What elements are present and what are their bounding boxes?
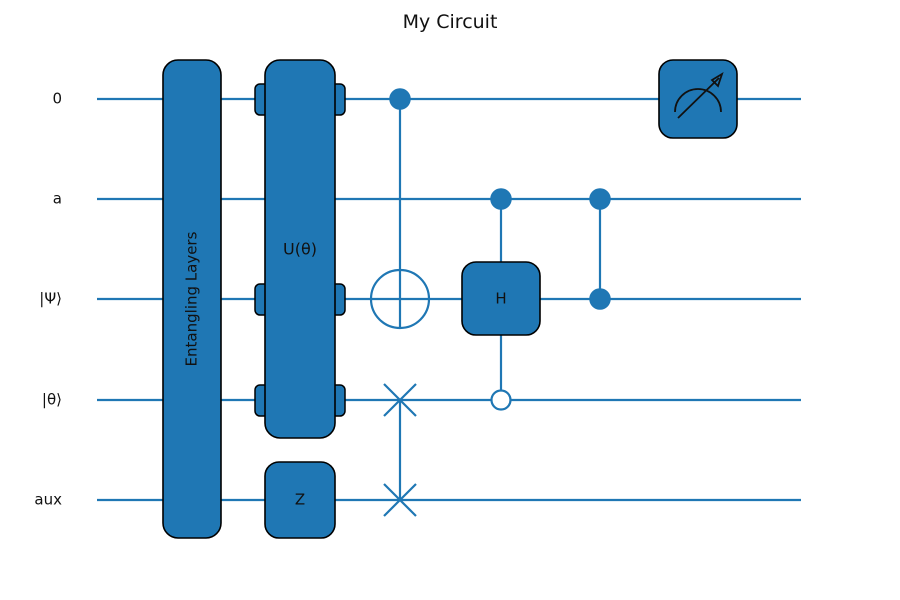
entangling-layers-label: Entangling Layers <box>183 231 201 366</box>
gate-measure-0[interactable] <box>658 59 738 139</box>
controlled-h-open-control-theta[interactable] <box>490 389 512 411</box>
page-title: My Circuit <box>403 11 498 33</box>
h-gate-box[interactable] <box>461 261 541 336</box>
measure-icon <box>674 71 724 119</box>
measure-needle <box>677 77 720 119</box>
gate-controlled-h[interactable]: H <box>461 188 541 411</box>
controlled-h-control-dot-a[interactable] <box>490 188 512 210</box>
h-gate-label: H <box>495 290 506 308</box>
gate-entangling-layers[interactable]: Entangling Layers <box>162 59 222 539</box>
swap-cross-theta-stroke-b <box>383 383 417 417</box>
gate-cz-a-psi[interactable] <box>589 188 611 310</box>
wire-label-0: 0 <box>52 90 62 108</box>
measure-needle-arrowhead <box>710 71 724 88</box>
gate-cnot-0-psi[interactable] <box>369 88 431 330</box>
wire-label-group: 0 a |Ψ⟩ |θ⟩ aux <box>34 90 62 509</box>
wire-label-a: a <box>53 190 62 208</box>
wire-label-psi: |Ψ⟩ <box>39 290 62 308</box>
swap-cross-theta[interactable] <box>383 383 417 417</box>
gate-z[interactable]: Z <box>264 461 336 539</box>
wire-label-theta: |θ⟩ <box>42 391 62 409</box>
swap-cross-aux[interactable] <box>383 483 417 517</box>
z-gate-box[interactable] <box>264 461 336 539</box>
measure-dial-arc <box>674 88 722 113</box>
swap-cross-aux-stroke-b <box>383 483 417 517</box>
entangling-layers-box[interactable] <box>162 59 222 539</box>
gate-u-theta[interactable]: U(θ) <box>254 59 346 439</box>
u-theta-box[interactable] <box>264 59 336 439</box>
cz-control-dot-psi[interactable] <box>589 288 611 310</box>
cz-control-dot-a[interactable] <box>589 188 611 210</box>
z-gate-label: Z <box>295 491 305 509</box>
cnot-target-circle-psi[interactable] <box>369 268 431 330</box>
cnot-control-dot-0[interactable] <box>389 88 411 110</box>
wire-label-aux: aux <box>34 491 62 509</box>
u-theta-label: U(θ) <box>283 240 317 259</box>
gate-swap-theta-aux[interactable] <box>383 383 417 517</box>
